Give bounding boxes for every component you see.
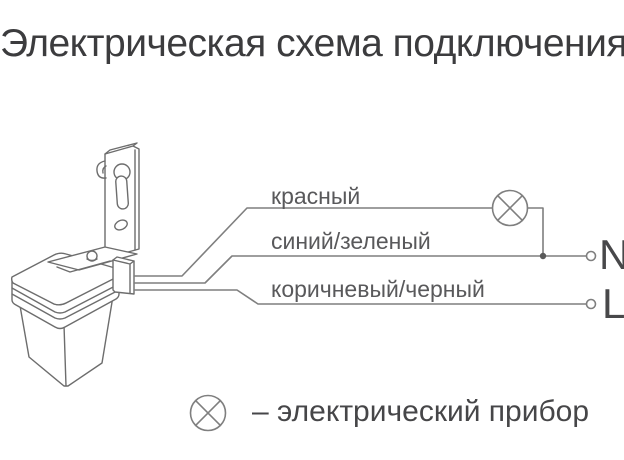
page-title: Электрическая схема подключения (0, 22, 624, 65)
legend-text: – электрический прибор (252, 395, 590, 428)
wire-blue-green (133, 255, 587, 284)
mounting-bracket (96, 142, 140, 258)
terminal-l-label: L (602, 280, 624, 327)
sensor-illustration (10, 142, 140, 387)
wire-connector (112, 256, 135, 295)
bracket-curl-tab (96, 160, 107, 179)
lamp-icon (491, 189, 529, 227)
legend-lamp-icon (189, 394, 227, 432)
lamp-drop-line (526, 207, 544, 257)
wire-brown-black (133, 289, 587, 305)
terminal-n-label: N (599, 231, 624, 278)
wire-red (133, 207, 493, 277)
junction-dot (539, 252, 547, 260)
screw (86, 250, 98, 262)
wire-label-red: красный (271, 183, 361, 209)
terminal-n-circle (585, 250, 597, 262)
wire-label-brown-black: коричневый/черный (271, 276, 485, 302)
keyhole-slot (113, 163, 131, 210)
terminal-l-circle (585, 298, 597, 310)
wire-label-blue-green: синий/зеленый (271, 228, 431, 254)
bracket-hole (114, 219, 128, 231)
